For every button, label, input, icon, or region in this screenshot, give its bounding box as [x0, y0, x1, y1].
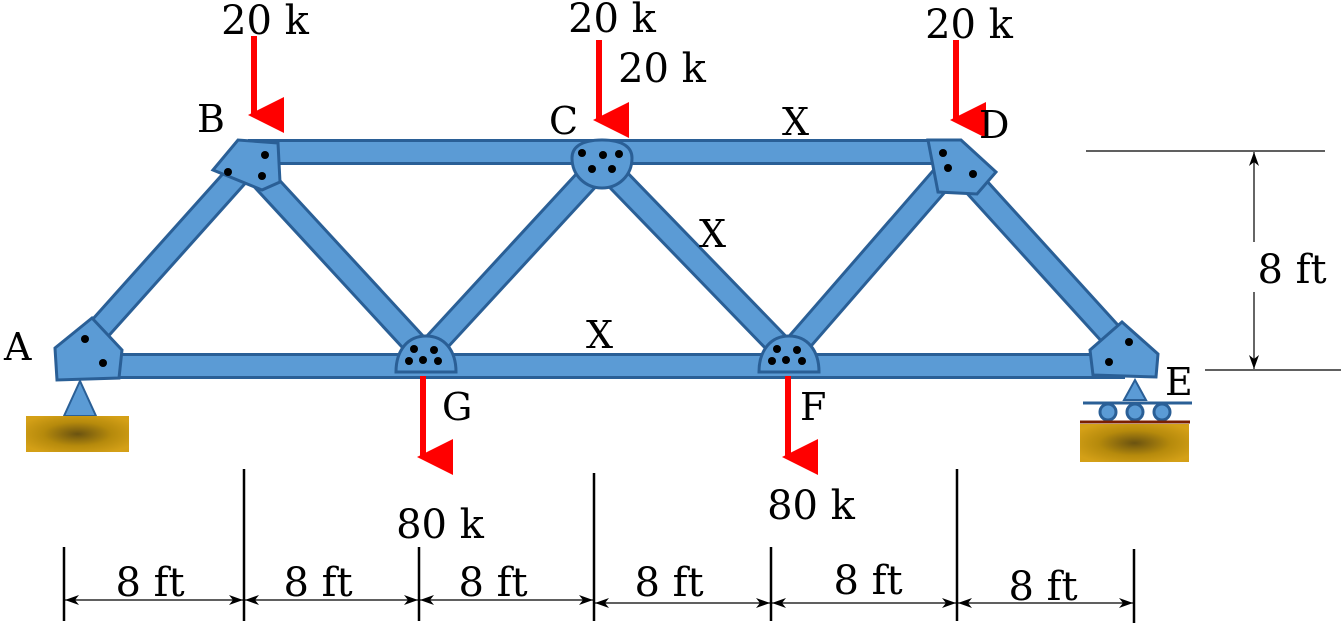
bolt	[1105, 358, 1113, 366]
roller-support-E	[1080, 377, 1192, 462]
node-label-E: E	[1165, 360, 1193, 404]
bolt	[81, 335, 89, 343]
member-fills	[77, 142, 1133, 376]
bolt	[410, 345, 418, 353]
height-dimension: 8 ft	[1086, 150, 1341, 371]
bolt	[969, 170, 977, 178]
bolt	[258, 172, 266, 180]
node-label-D: D	[979, 103, 1009, 147]
gusset-C	[570, 138, 634, 190]
bolt	[430, 346, 438, 354]
member-CF-fill	[594, 156, 796, 362]
truss-members	[75, 139, 1135, 379]
zero-force-mark-GF: X	[586, 313, 613, 357]
member-DE-fill	[947, 156, 1133, 357]
gusset-D	[926, 138, 999, 196]
panel-dim-label-3: 8 ft	[458, 560, 527, 606]
bolt	[405, 357, 413, 365]
bolt	[261, 151, 269, 159]
zero-force-mark-CF: X	[699, 212, 726, 256]
bolt	[773, 345, 781, 353]
ground-block-E	[1080, 424, 1189, 462]
bolt	[798, 357, 806, 365]
bolt	[599, 151, 607, 159]
member-GC-fill	[417, 156, 610, 362]
zero-force-mark-CD: X	[782, 100, 809, 144]
load-label-G: 80 k	[396, 502, 485, 548]
load-label-B: 20 k	[221, 0, 310, 44]
height-dim-label: 8 ft	[1257, 247, 1326, 293]
bolt	[588, 165, 596, 173]
pin-support-A	[26, 378, 129, 452]
member-BG-fill	[240, 156, 433, 362]
load-label-C-extra: 20 k	[618, 46, 707, 92]
panel-dim-label-1: 8 ft	[115, 560, 184, 606]
bolt	[419, 356, 427, 364]
bolt	[99, 359, 107, 367]
height-label-bg	[1228, 242, 1336, 292]
bolt	[1125, 338, 1133, 346]
node-label-C: C	[549, 99, 578, 143]
panel-dim-label-6: 8 ft	[1008, 564, 1077, 610]
pin-triangle	[62, 378, 98, 417]
bolt	[768, 357, 776, 365]
ground-block-A	[26, 416, 129, 452]
member-AB-fill	[77, 156, 256, 352]
panel-dim-label-5: 8 ft	[833, 558, 902, 604]
bolt	[944, 164, 952, 172]
roller-wheel	[1098, 402, 1118, 422]
load-label-F: 80 k	[767, 483, 856, 529]
load-label-C: 20 k	[568, 0, 657, 42]
bolt	[939, 149, 947, 157]
load-arrows	[248, 36, 986, 475]
bolt	[793, 346, 801, 354]
node-label-A: A	[3, 325, 32, 369]
roller-wheel	[1152, 402, 1172, 422]
bolt	[782, 356, 790, 364]
panel-dim-label-2: 8 ft	[283, 560, 352, 606]
member-FD-fill	[780, 156, 963, 362]
roller-triangle	[1122, 377, 1148, 401]
load-label-D: 20 k	[925, 2, 1014, 48]
node-label-G: G	[442, 385, 472, 429]
bolt	[615, 150, 623, 158]
roller-wheel	[1125, 402, 1145, 422]
panel-dimensions: 8 ft 8 ft 8 ft 8 ft 8 ft 8 ft	[62, 469, 1136, 623]
panel-dim-label-4: 8 ft	[634, 560, 703, 606]
bolt	[434, 357, 442, 365]
bolt	[608, 165, 616, 173]
bolt	[224, 168, 232, 176]
node-label-F: F	[800, 385, 826, 429]
bolts	[81, 149, 1133, 367]
bolt	[578, 149, 586, 157]
node-label-B: B	[197, 97, 225, 141]
